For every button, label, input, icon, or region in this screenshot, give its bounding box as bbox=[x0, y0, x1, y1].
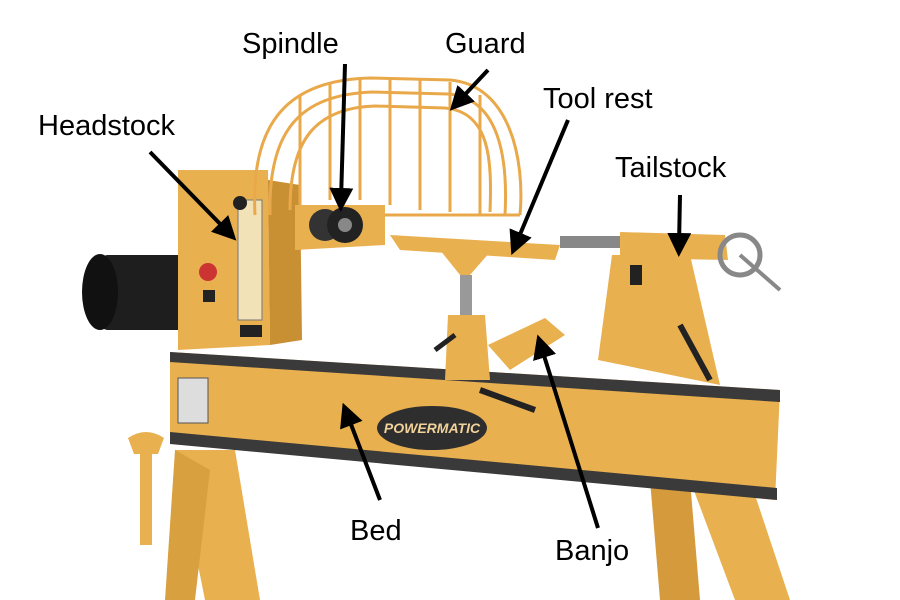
headstock bbox=[178, 170, 385, 350]
label-banjo: Banjo bbox=[555, 535, 629, 567]
label-tailstock: Tailstock bbox=[615, 152, 727, 184]
arrow-banjo bbox=[533, 334, 600, 529]
label-bed: Bed bbox=[350, 515, 402, 547]
spindle bbox=[309, 207, 363, 243]
arrow-tool-rest bbox=[509, 119, 570, 256]
arrow-tailstock bbox=[667, 194, 692, 257]
tool-rest bbox=[390, 235, 560, 380]
label-headstock: Headstock bbox=[38, 110, 176, 142]
logo-text: POWERMATIC bbox=[384, 420, 481, 436]
arrow-bed bbox=[340, 402, 382, 501]
arrow-guard bbox=[449, 68, 490, 111]
label-tool-rest: Tool rest bbox=[543, 83, 653, 115]
banjo bbox=[478, 318, 565, 413]
arrow-headstock bbox=[148, 150, 237, 241]
label-guard: Guard bbox=[445, 28, 526, 60]
label-spindle: Spindle bbox=[242, 28, 339, 60]
bed: POWERMATIC bbox=[170, 352, 780, 500]
guard bbox=[253, 76, 523, 217]
motor bbox=[82, 254, 190, 330]
callout-arrows bbox=[148, 63, 692, 529]
wrench bbox=[128, 432, 164, 545]
arrow-spindle bbox=[329, 63, 354, 212]
powermatic-logo bbox=[377, 406, 487, 450]
stand-legs bbox=[165, 450, 790, 600]
tailstock bbox=[560, 232, 782, 385]
